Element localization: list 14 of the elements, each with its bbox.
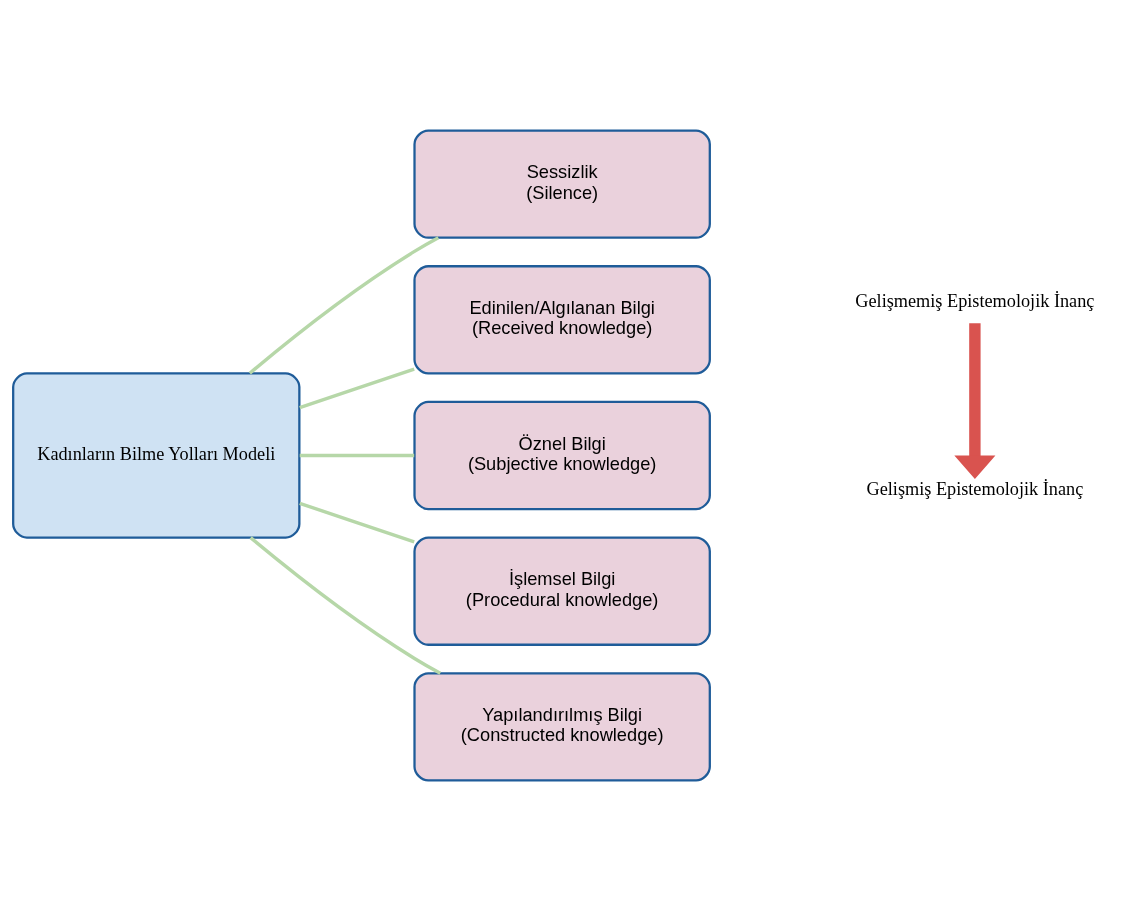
node-text: Gelişmiş Epistemolojik İnanç — [866, 478, 1084, 499]
connector — [249, 535, 442, 675]
node-box: Öznel Bilgi (Subjective knowledge) — [413, 400, 711, 510]
connector — [299, 501, 415, 543]
node-box: Sessizlik (Silence) — [413, 128, 711, 239]
connector — [248, 235, 440, 374]
node-box: Yapılandırılmış Bilgi (Constructed knowledge) — [413, 671, 711, 782]
node-box: Kadınların Bilme Yolları Modeli — [12, 371, 301, 539]
node-box: Edinilen/Algılanan Bilgi (Received knowledge) — [413, 264, 711, 375]
arrow — [954, 322, 996, 479]
node-text: Gelişmemiş Epistemolojik İnanç — [855, 290, 1095, 311]
connector — [299, 367, 415, 409]
node-box: İşlemsel Bilgi (Procedural knowledge) — [413, 535, 711, 646]
connector — [299, 453, 415, 457]
